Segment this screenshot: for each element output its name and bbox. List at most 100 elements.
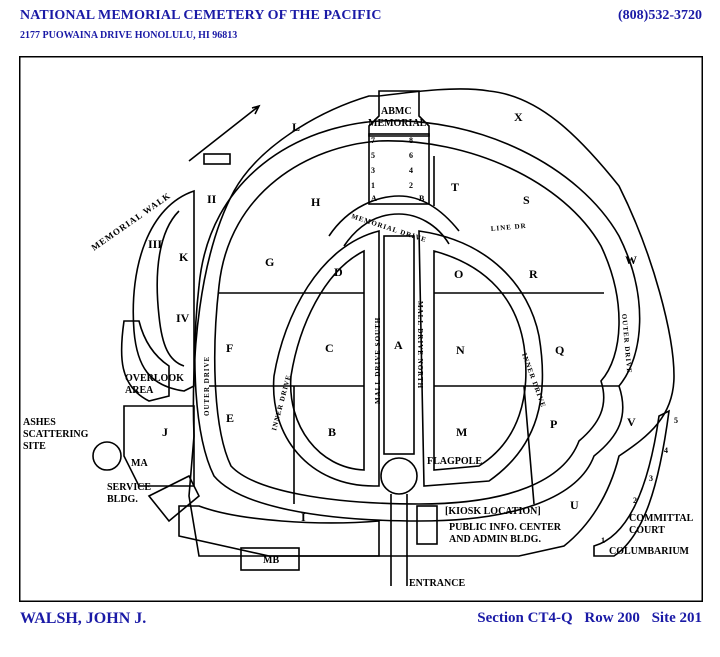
svg-text:8: 8 <box>409 136 413 145</box>
grave-site: Site 201 <box>651 610 702 626</box>
ma-label: MA <box>131 458 148 469</box>
section-X: X <box>514 110 523 124</box>
columbarium-area <box>593 409 670 557</box>
inner-drive-west <box>272 229 380 487</box>
section-Q: Q <box>555 343 564 357</box>
ashes-site <box>92 441 122 471</box>
section-V: V <box>627 415 636 429</box>
section-J: J <box>162 425 168 439</box>
landmark-labels: ABMC MEMORIAL OVERLOOK AREA ASHES SCATTE… <box>23 106 694 589</box>
section-R: R <box>529 267 538 281</box>
section-L: L <box>292 120 300 134</box>
grave-location: Section CT4-Q Row 200 Site 201 <box>477 610 702 627</box>
scattering-label: SCATTERING <box>23 429 89 440</box>
road-line-dr: LINE DR <box>490 222 527 233</box>
public-info-building <box>416 505 438 545</box>
memorial-label: MEMORIAL <box>368 118 427 129</box>
section-E: E <box>226 411 234 425</box>
section-A: A <box>394 338 403 352</box>
section-III: III <box>148 237 162 251</box>
inner-drive-east <box>418 230 544 487</box>
mb-label: MB <box>263 555 279 566</box>
columbarium-label: COLUMBARIUM <box>609 546 690 557</box>
walk-marker <box>203 153 231 165</box>
mb-building <box>240 547 300 571</box>
columbarium-numbers: 1 2 3 4 5 <box>601 416 678 545</box>
section-P: P <box>550 417 557 431</box>
cemetery-phone: (808)532-3720 <box>618 8 702 23</box>
kiosk-label: [KIOSK LOCATION] <box>445 506 541 517</box>
svg-text:7: 7 <box>371 136 375 145</box>
admin-bldg-label: AND ADMIN BLDG. <box>449 534 541 545</box>
svg-text:B: B <box>419 194 425 203</box>
section-dividers <box>209 156 619 505</box>
svg-text:5: 5 <box>674 416 678 425</box>
section-B: B <box>328 425 336 439</box>
service-label: SERVICE <box>107 482 151 493</box>
site-label: SITE <box>23 441 46 452</box>
grave-row: Row 200 <box>584 610 640 626</box>
section-U: U <box>570 498 579 512</box>
section-K: K <box>179 250 189 264</box>
area-i <box>178 505 380 557</box>
section-N: N <box>456 343 465 357</box>
public-info-label: PUBLIC INFO. CENTER <box>449 522 562 533</box>
area-j <box>123 405 195 487</box>
interred-name: WALSH, JOHN J. <box>20 610 147 627</box>
section-II: II <box>207 192 217 206</box>
committal-label: COMMITTAL <box>629 513 694 524</box>
cemetery-map: L X H T S G D O R W K F C A N Q E B M P … <box>19 56 703 602</box>
svg-text:1: 1 <box>371 181 375 190</box>
svg-text:3: 3 <box>371 166 375 175</box>
section-IV: IV <box>176 311 190 325</box>
cemetery-address: 2177 PUOWAINA DRIVE HONOLULU, HI 96813 <box>20 30 238 41</box>
outer-drive <box>194 119 641 522</box>
road-outer-drive-west: OUTER DRIVE <box>203 356 211 416</box>
central-mall <box>383 235 415 455</box>
section-D: D <box>334 265 343 279</box>
svg-text:4: 4 <box>409 166 413 175</box>
svg-text:1: 1 <box>601 536 605 545</box>
section-G: G <box>265 255 274 269</box>
west-walk <box>132 189 195 392</box>
memorial-numbers: 7 8 5 6 3 4 1 2 A B <box>371 136 425 203</box>
service-building <box>147 474 200 523</box>
service-bldg-label: BLDG. <box>107 494 138 505</box>
memorial-drive <box>328 195 460 237</box>
inner-drive-east-inner <box>433 249 527 471</box>
section-C: C <box>325 341 334 355</box>
memorial-drive-inner <box>343 213 450 247</box>
svg-text:6: 6 <box>409 151 413 160</box>
inner-drive-west-inner <box>289 249 365 471</box>
section-S: S <box>523 193 530 207</box>
road-mall-drive-north: MALL DRIVE NORTH <box>416 301 424 389</box>
section-T: T <box>451 180 459 194</box>
overlook-area-label: AREA <box>125 385 154 396</box>
svg-text:4: 4 <box>664 446 668 455</box>
overlook-area <box>120 320 170 402</box>
section-H: H <box>311 195 321 209</box>
grave-section: Section CT4-Q <box>477 610 573 626</box>
entrance-label: ENTRANCE <box>409 578 465 589</box>
section-I: I <box>301 510 306 524</box>
cemetery-title: NATIONAL MEMORIAL CEMETERY OF THE PACIFI… <box>20 8 382 23</box>
section-M: M <box>456 425 467 439</box>
section-O: O <box>454 267 463 281</box>
memorial-walk-arrow <box>188 104 261 162</box>
svg-text:3: 3 <box>649 474 653 483</box>
outer-drive-inner <box>213 140 620 505</box>
ashes-label: ASHES <box>23 417 56 428</box>
abmc-label: ABMC <box>381 106 412 117</box>
section-labels: L X H T S G D O R W K F C A N Q E B M P … <box>148 110 637 524</box>
svg-text:2: 2 <box>633 496 637 505</box>
flagpole-label: FLAGPOLE <box>427 456 482 467</box>
flagpole-circle <box>380 457 418 495</box>
svg-text:5: 5 <box>371 151 375 160</box>
svg-text:A: A <box>371 194 377 203</box>
overlook-label: OVERLOOK <box>125 373 184 384</box>
section-W: W <box>625 253 637 267</box>
svg-text:2: 2 <box>409 181 413 190</box>
outer-boundary <box>188 88 675 557</box>
road-mall-drive-south: MALL DRIVE SOUTH <box>374 317 382 404</box>
committal-court-label: COURT <box>629 525 665 536</box>
